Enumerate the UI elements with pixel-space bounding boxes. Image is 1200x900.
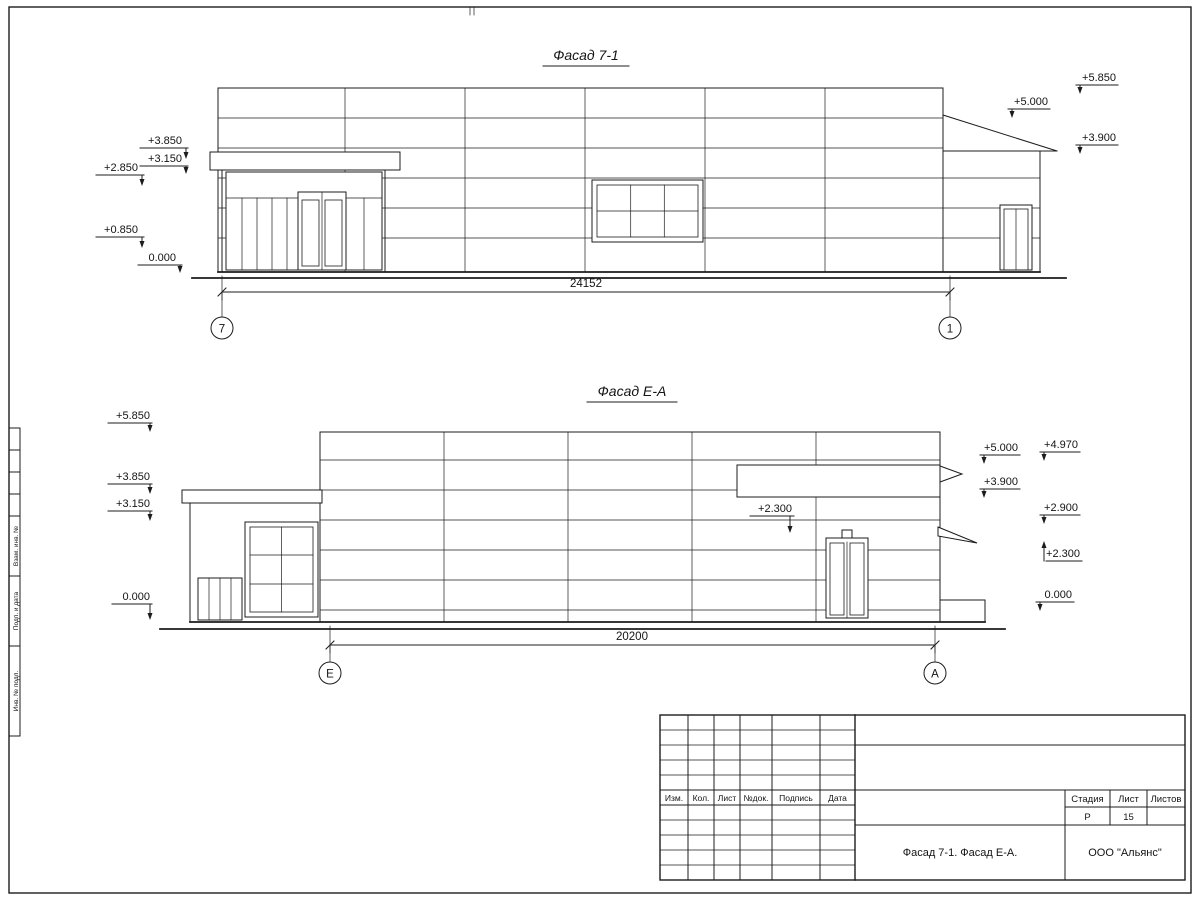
elevation-mark-label: +3.900 <box>1082 132 1116 144</box>
tb-col-kol: Кол. <box>693 793 710 803</box>
elevation-mark: +3.150 <box>107 498 153 521</box>
elevation-mark: +3.850 <box>139 135 189 159</box>
elevation-mark: +2.850 <box>95 162 145 186</box>
elevation-mark: +3.850 <box>107 471 153 494</box>
facade1-side-door <box>999 204 1033 271</box>
tb-col-ndok: №док. <box>744 793 769 803</box>
grid-axis-bubble-e <box>318 661 342 685</box>
facade2-right-awning <box>937 526 986 623</box>
tb-col-izm: Изм. <box>665 793 683 803</box>
facade2-elevation-marks-right-near: +5.000 +3.900 <box>979 442 1021 498</box>
grid-axis-label-e: Е <box>326 669 334 681</box>
elevation-mark-label: 0.000 <box>1044 589 1072 601</box>
tb-col-list: Лист <box>718 793 737 803</box>
elevation-mark-label: 0.000 <box>122 591 150 603</box>
title-block: Изм. Кол. Лист №док. Подпись Дата Стадия… <box>659 714 1186 881</box>
facade2-fascia-band <box>736 464 964 498</box>
grid-axis-bubble-1 <box>938 316 962 340</box>
tb-doc-title: Фасад 7-1. Фасад Е-А. <box>903 847 1018 859</box>
elevation-mark-label: +2.900 <box>1044 502 1078 514</box>
grid-axis-label-a: А <box>931 669 939 681</box>
elevation-mark: +3.150 <box>139 153 189 174</box>
facade2-annex <box>181 489 323 623</box>
elevation-mark: +5.000 <box>1007 96 1051 118</box>
elevation-mark: +4.970 <box>1039 439 1081 461</box>
elevation-mark: +5.850 <box>1075 72 1119 94</box>
tb-sheet-label: Лист <box>1118 794 1139 805</box>
elevation-mark: +2.300 <box>749 503 795 533</box>
grid-axis-bubble-7 <box>210 316 234 340</box>
facade1-window <box>591 179 704 243</box>
tb-stage-value: Р <box>1084 812 1090 823</box>
facade2-elevation-marks-left: +5.850 +3.850 +3.150 0.000 <box>107 410 153 620</box>
elevation-mark-label: +3.900 <box>984 476 1018 488</box>
grid-axis-bubble-a <box>923 661 947 685</box>
facade1-title: Фасад 7-1 <box>553 47 619 63</box>
facade2-title: Фасад Е-А <box>598 383 667 399</box>
grid-axis-label-1: 1 <box>947 324 953 336</box>
tb-col-data: Дата <box>828 793 847 803</box>
elevation-mark: +3.900 <box>979 476 1021 498</box>
strip-label-inv: Инв. № подл. <box>13 671 20 712</box>
strip-label-vzam: Взам. инв. № <box>13 526 20 566</box>
elevation-mark: +5.850 <box>107 410 153 432</box>
facade1-dimension: 24152 7 1 <box>210 275 962 340</box>
facade2-door <box>825 529 869 619</box>
facade2-dimension: 20200 Е А <box>318 625 947 685</box>
elevation-mark-label: +3.150 <box>116 498 150 510</box>
tb-sheet-value: 15 <box>1123 812 1134 823</box>
facade1-dimension-label: 24152 <box>570 278 602 290</box>
elevation-mark-label: +2.300 <box>758 503 792 515</box>
left-attribute-strip: Взам. инв. № Подп. и дата Инв. № подл. <box>8 427 21 737</box>
elevation-mark-label: +5.000 <box>984 442 1018 454</box>
elevation-mark: +5.000 <box>979 442 1021 464</box>
strip-label-podp: Подп. и дата <box>13 591 20 630</box>
facade2-elevation-marks-right-far: +4.970 +2.900 +2.300 0.000 <box>1035 439 1083 611</box>
elevation-mark-label: 0.000 <box>148 252 176 264</box>
elevation-mark-label: +5.000 <box>1014 96 1048 108</box>
elevation-mark: 0.000 <box>1035 589 1075 611</box>
facade1-elevation-marks-right: +5.850 +5.000 +3.900 <box>1007 72 1119 154</box>
facade1-entrance <box>209 151 401 273</box>
elevation-mark-label: +0.850 <box>104 224 138 236</box>
elevation-mark-label: +3.850 <box>148 135 182 147</box>
elevation-mark: +3.900 <box>1075 132 1119 154</box>
elevation-mark-label: +2.850 <box>104 162 138 174</box>
tb-col-podpis: Подпись <box>779 793 813 803</box>
facade2-dimension-label: 20200 <box>616 631 648 643</box>
tb-company: ООО "Альянс" <box>1088 847 1162 859</box>
elevation-mark-up: +2.300 <box>1041 541 1083 562</box>
facade1-elevation-marks-left: +3.850 +3.150 +2.850 +0.850 <box>95 135 189 273</box>
elevation-mark-label: +3.150 <box>148 153 182 165</box>
tb-sheets-label: Листов <box>1151 794 1182 805</box>
facade-e-a: Фасад Е-А <box>107 383 1083 685</box>
tb-stage-label: Стадия <box>1071 794 1103 805</box>
elevation-mark-label: +2.300 <box>1046 548 1080 560</box>
elevation-mark: 0.000 <box>137 252 183 273</box>
grid-axis-label-7: 7 <box>219 324 225 336</box>
elevation-mark-label: +3.850 <box>116 471 150 483</box>
elevation-mark-label: +5.850 <box>1082 72 1116 84</box>
elevation-mark: +0.850 <box>95 224 145 248</box>
elevation-mark: +2.900 <box>1039 502 1081 524</box>
elevation-mark: 0.000 <box>111 591 153 620</box>
facade-7-1: Фасад 7-1 <box>95 47 1119 340</box>
elevation-mark-label: +5.850 <box>116 410 150 422</box>
elevation-mark-label: +4.970 <box>1044 439 1078 451</box>
